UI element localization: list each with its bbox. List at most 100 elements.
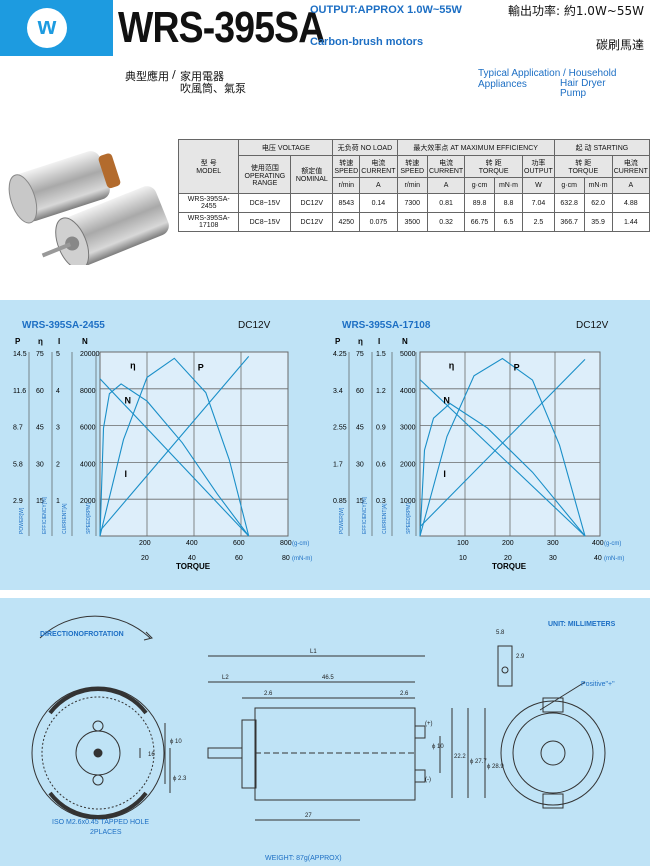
- terminal-plus: [414, 725, 426, 739]
- axis-tick-label: 75: [356, 351, 364, 358]
- axis-title: POWER[W]: [339, 507, 345, 534]
- axis-title: POWER[W]: [19, 507, 25, 534]
- axis-tick-label: 4: [56, 388, 60, 395]
- rear-view-bearing: [540, 740, 566, 766]
- dim-phi-27-7: ϕ 27.7: [470, 759, 487, 765]
- tapped-hole-icon: [92, 720, 104, 732]
- x-tick-mnm: 80: [282, 555, 290, 562]
- side-view-body: [254, 707, 416, 801]
- x-tick-mnm: 60: [235, 555, 243, 562]
- axis-title: SPEED[RPM]: [406, 503, 412, 534]
- axis-tick-label: 1.5: [376, 351, 386, 358]
- rear-view-outer: [500, 700, 606, 806]
- x-tick-gcm: 600: [233, 540, 245, 547]
- x-tick-mnm: 10: [459, 555, 467, 562]
- axis-tick-label: 4000: [400, 388, 416, 395]
- dim-phi-2-3: ϕ 2.3: [173, 776, 187, 782]
- subtitle-en: Carbon-brush motors: [310, 36, 424, 48]
- dim-16: 16: [148, 752, 155, 758]
- axis-tick-label: 30: [356, 461, 364, 468]
- axis-tick-label: 1.7: [333, 461, 343, 468]
- dim-l2: L2: [222, 675, 229, 681]
- max-efficiency-header: 最大效率点 AT MAXIMUM EFFICIENCY: [396, 139, 555, 156]
- axis-tick-label: 1.2: [376, 388, 386, 395]
- axis-tick-label: 1000: [400, 498, 416, 505]
- series-label: P: [198, 362, 204, 372]
- axis-head: N: [402, 337, 408, 346]
- front-view-inner: [41, 696, 155, 810]
- no-load-header: 无负荷 NO LOAD: [332, 139, 398, 156]
- direction-label: DIRECTIONOFROTATION: [40, 631, 124, 638]
- axis-tick-label: 4.25: [333, 351, 347, 358]
- axis-tick-label: 2.55: [333, 425, 347, 432]
- axis-tick-label: 75: [36, 351, 44, 358]
- axis-tick-label: 2000: [400, 461, 416, 468]
- x-tick-gcm: 200: [139, 540, 151, 547]
- dim-l1: L1: [310, 649, 317, 655]
- x-tick-gcm: 100: [457, 540, 469, 547]
- motor-photo: [8, 151, 169, 265]
- series-label: N: [443, 396, 450, 406]
- dim-46-5: 46.5: [322, 675, 334, 681]
- series-η-line: [99, 383, 250, 537]
- rear-view-inner: [512, 712, 594, 794]
- side-view-endcap: [241, 719, 257, 789]
- dim-2-6: 2.6: [400, 691, 409, 697]
- axis-title: CURRENT[A]: [382, 503, 388, 534]
- axis-tick-label: 15: [36, 498, 44, 505]
- axis-tick-label: 14.5: [13, 351, 27, 358]
- dim-phi-28-9: ϕ 28.9: [487, 764, 504, 770]
- weight-label: WEIGHT: 87g(APPROX): [265, 855, 342, 862]
- model-title: WRS-395SA: [118, 3, 325, 52]
- x-tick-gcm: 300: [547, 540, 559, 547]
- series-label: η: [449, 361, 455, 371]
- voltage-group-header: 电压 VOLTAGE: [238, 139, 334, 156]
- series-P-line: [419, 357, 586, 537]
- application-item-cn-1: 家用電器: [180, 70, 224, 83]
- x-tick-mnm: 20: [504, 555, 512, 562]
- axis-head: η: [358, 337, 363, 346]
- dim-2-6: 2.6: [264, 691, 273, 697]
- application-sep: /: [172, 68, 176, 81]
- axis-tick-label: 2: [56, 461, 60, 468]
- series-P-line: [99, 357, 250, 537]
- axis-tick-label: 45: [356, 425, 364, 432]
- axis-tick-label: 0.6: [376, 461, 386, 468]
- axis-tick-label: 5: [56, 351, 60, 358]
- axis-tick-label: 1: [56, 498, 60, 505]
- x-tick-mnm: 20: [141, 555, 149, 562]
- output-range-cn: 輸出功率: 約1.0W~55W: [508, 4, 644, 18]
- chart-title: WRS-395SA-2455: [22, 320, 105, 331]
- subtitle-cn: 碳刷馬達: [595, 38, 644, 52]
- dim-22-2: 22.2: [454, 754, 466, 760]
- axis-tick-label: 2.9: [13, 498, 23, 505]
- series-label: η: [130, 361, 136, 371]
- shaft-icon: [93, 748, 103, 758]
- axis-tick-label: 60: [356, 388, 364, 395]
- positive-label: Positive"+": [581, 681, 615, 688]
- application-label-cn: 典型應用: [125, 70, 169, 83]
- axis-head: P: [335, 337, 341, 346]
- hole-note-1: ISO M2.6x0.45 TAPPED HOLE: [52, 819, 149, 826]
- output-range-en: OUTPUT:APPROX 1.0W~55W: [310, 4, 462, 16]
- hole-note-2: 2PLACES: [90, 829, 122, 836]
- axis-tick-label: 4000: [80, 461, 96, 468]
- series-label: N: [124, 396, 131, 406]
- x-unit-gcm: (g-cm): [604, 541, 621, 547]
- terminal-minus-label: (-): [425, 777, 431, 783]
- axis-title: CURRENT[A]: [62, 503, 68, 534]
- front-view-slot: [48, 791, 148, 819]
- axis-tick-label: 11.6: [13, 388, 26, 395]
- terminal-minus: [414, 769, 426, 783]
- axis-tick-label: 0.9: [376, 425, 386, 432]
- application-label-en: Typical Application / Household Applianc…: [478, 68, 617, 90]
- x-tick-gcm: 200: [502, 540, 514, 547]
